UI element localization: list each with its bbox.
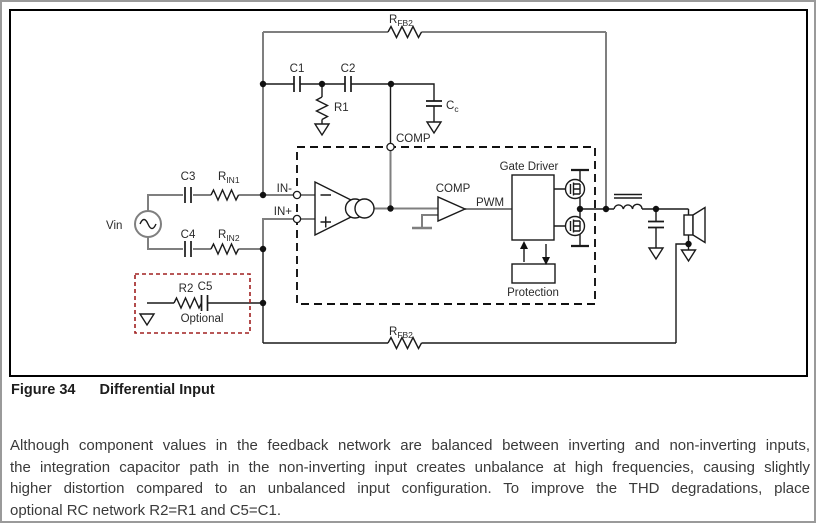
label-cc: Cc xyxy=(446,100,459,114)
figure-title: Differential Input xyxy=(99,382,215,398)
differential-input-schematic: RFB2 RFB2 C1 C2 R1 Cc COMP C3 RIN1 C4 RI… xyxy=(106,14,706,351)
label-optional: Optional xyxy=(181,313,224,325)
resistor-rfb2-top xyxy=(387,24,423,40)
label-c5: C5 xyxy=(198,281,213,293)
label-comp-node: COMP xyxy=(396,133,431,145)
label-pwm: PWM xyxy=(476,197,504,209)
comparator xyxy=(437,195,467,223)
capacitor-cc xyxy=(426,100,442,107)
capacitor-c3 xyxy=(184,187,192,203)
label-in-plus: IN+ xyxy=(274,206,293,218)
capacitor-c4 xyxy=(184,241,192,257)
label-protection: Protection xyxy=(507,287,559,299)
capacitor-c2 xyxy=(344,76,352,92)
paragraph-line: the integration capacitor path in the no… xyxy=(10,458,810,476)
resistor-rin1 xyxy=(210,188,240,202)
speaker-icon xyxy=(683,206,706,244)
error-amplifier xyxy=(314,180,375,237)
resistor-r2 xyxy=(173,296,203,310)
gate-driver-box xyxy=(511,174,555,241)
gate-driver-protection-arrows xyxy=(520,241,550,265)
label-rfb2-top: RFB2 xyxy=(389,14,413,28)
label-c2: C2 xyxy=(341,63,356,75)
ground-icon-r1 xyxy=(313,123,331,137)
vin-source xyxy=(134,210,162,238)
ground-icon-output-cap xyxy=(647,247,665,261)
resistor-rfb2-bottom xyxy=(387,335,423,351)
ic-boundary xyxy=(296,146,596,305)
capacitor-c5 xyxy=(200,295,209,311)
label-c3: C3 xyxy=(181,171,196,183)
label-vin: Vin xyxy=(106,220,122,232)
signal-wires xyxy=(147,31,607,250)
ground-icon-speaker xyxy=(680,249,697,263)
label-r1: R1 xyxy=(334,102,349,114)
body-paragraph: Although component values in the feedbac… xyxy=(10,435,810,521)
pin-in-plus xyxy=(292,214,302,224)
protection-box xyxy=(511,263,556,284)
pin-in-minus xyxy=(292,190,302,200)
inductor-icon xyxy=(613,193,643,210)
label-c1: C1 xyxy=(290,63,305,75)
paragraph-line: optional RC network R2=R1 and C5=C1. xyxy=(10,501,281,519)
pin-comp xyxy=(386,142,395,152)
ground-icon-cc xyxy=(425,121,443,135)
figure-caption: Figure 34 Differential Input xyxy=(11,382,215,398)
junction-dots xyxy=(259,80,692,307)
resistor-r1 xyxy=(314,96,330,121)
label-gate-driver: Gate Driver xyxy=(500,161,559,173)
label-rin2: RIN2 xyxy=(218,229,240,243)
schematic-labels: RFB2 RFB2 C1 C2 R1 Cc COMP C3 RIN1 C4 RI… xyxy=(106,14,559,340)
label-r2: R2 xyxy=(179,283,194,295)
figure-number: Figure 34 xyxy=(11,382,76,398)
label-comparator: COMP xyxy=(436,183,471,195)
label-c4: C4 xyxy=(181,229,196,241)
label-rfb2-bottom: RFB2 xyxy=(389,326,413,340)
label-rin1: RIN1 xyxy=(218,171,240,185)
optional-network-box xyxy=(134,273,251,334)
ground-icon-optional xyxy=(138,313,156,327)
component-wires xyxy=(147,83,690,344)
capacitor-c1 xyxy=(293,76,301,92)
capacitor-output xyxy=(648,220,664,229)
resistor-rin2 xyxy=(210,242,240,256)
paragraph-line: higher distortion compared to an unbalan… xyxy=(10,480,810,497)
paragraph-line: Although component values in the feedbac… xyxy=(10,437,810,454)
mosfet-high-side xyxy=(564,178,586,200)
label-in-minus: IN- xyxy=(277,183,293,195)
mosfet-low-side xyxy=(564,215,586,237)
